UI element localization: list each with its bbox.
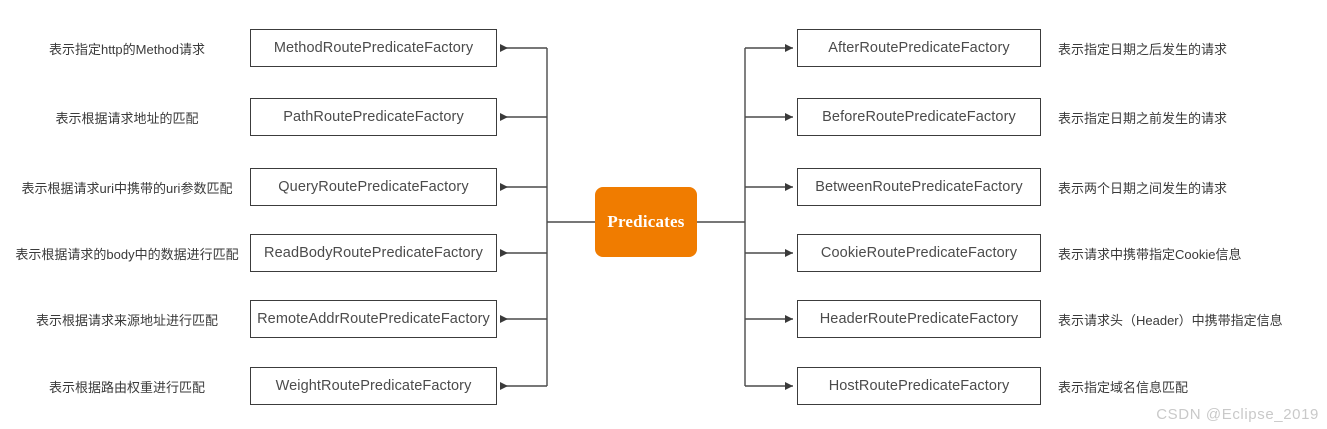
left-description-text: 表示根据请求的body中的数据进行匹配	[15, 246, 239, 262]
right-description-4: 表示请求中携带指定Cookie信息	[1058, 234, 1320, 272]
left-description-text: 表示根据路由权重进行匹配	[48, 379, 205, 395]
node-host-route-predicate-factory[interactable]: HostRoutePredicateFactory	[797, 367, 1041, 405]
left-description-6: 表示根据路由权重进行匹配	[8, 367, 246, 405]
left-description-text: 表示根据请求uri中携带的uri参数匹配	[21, 180, 233, 196]
node-label: BetweenRoutePredicateFactory	[815, 179, 1023, 195]
right-description-1: 表示指定日期之后发生的请求	[1058, 29, 1320, 67]
right-description-2: 表示指定日期之前发生的请求	[1058, 98, 1320, 136]
node-label: MethodRoutePredicateFactory	[273, 40, 474, 56]
right-description-text: 表示指定域名信息匹配	[1058, 379, 1189, 395]
node-weight-route-predicate-factory[interactable]: WeightRoutePredicateFactory	[250, 367, 497, 405]
center-node-predicates[interactable]: Predicates	[595, 187, 697, 257]
node-label: HeaderRoutePredicateFactory	[819, 311, 1019, 327]
right-description-text: 表示指定日期之前发生的请求	[1058, 110, 1228, 126]
center-node-label: Predicates	[607, 212, 685, 231]
right-description-3: 表示两个日期之间发生的请求	[1058, 168, 1320, 206]
node-label: RemoteAddrRoutePredicateFactory	[257, 311, 490, 327]
left-description-text: 表示根据请求地址的匹配	[55, 110, 199, 126]
left-description-5: 表示根据请求来源地址进行匹配	[8, 300, 246, 338]
node-label: PathRoutePredicateFactory	[283, 109, 464, 125]
right-description-5: 表示请求头（Header）中携带指定信息	[1058, 300, 1320, 338]
right-description-text: 表示请求头（Header）中携带指定信息	[1058, 312, 1283, 328]
left-description-text: 表示根据请求来源地址进行匹配	[35, 312, 218, 328]
node-between-route-predicate-factory[interactable]: BetweenRoutePredicateFactory	[797, 168, 1041, 206]
left-description-text: 表示指定http的Method请求	[48, 41, 206, 57]
node-before-route-predicate-factory[interactable]: BeforeRoutePredicateFactory	[797, 98, 1041, 136]
right-description-text: 表示两个日期之间发生的请求	[1058, 180, 1228, 196]
left-description-2: 表示根据请求地址的匹配	[8, 98, 246, 136]
node-label: WeightRoutePredicateFactory	[275, 378, 472, 394]
node-after-route-predicate-factory[interactable]: AfterRoutePredicateFactory	[797, 29, 1041, 67]
node-label: ReadBodyRoutePredicateFactory	[264, 245, 483, 261]
left-description-1: 表示指定http的Method请求	[8, 29, 246, 67]
node-label: BeforeRoutePredicateFactory	[822, 109, 1016, 125]
node-label: AfterRoutePredicateFactory	[828, 40, 1010, 56]
node-label: CookieRoutePredicateFactory	[820, 245, 1018, 261]
watermark: CSDN @Eclipse_2019	[1156, 406, 1319, 423]
node-remote-addr-route-predicate-factory[interactable]: RemoteAddrRoutePredicateFactory	[250, 300, 497, 338]
node-method-route-predicate-factory[interactable]: MethodRoutePredicateFactory	[250, 29, 497, 67]
right-description-text: 表示请求中携带指定Cookie信息	[1058, 246, 1242, 262]
node-path-route-predicate-factory[interactable]: PathRoutePredicateFactory	[250, 98, 497, 136]
node-cookie-route-predicate-factory[interactable]: CookieRoutePredicateFactory	[797, 234, 1041, 272]
left-description-4: 表示根据请求的body中的数据进行匹配	[8, 234, 246, 272]
node-label: QueryRoutePredicateFactory	[278, 179, 469, 195]
right-description-text: 表示指定日期之后发生的请求	[1058, 41, 1228, 57]
left-description-3: 表示根据请求uri中携带的uri参数匹配	[8, 168, 246, 206]
node-header-route-predicate-factory[interactable]: HeaderRoutePredicateFactory	[797, 300, 1041, 338]
node-query-route-predicate-factory[interactable]: QueryRoutePredicateFactory	[250, 168, 497, 206]
node-read-body-route-predicate-factory[interactable]: ReadBodyRoutePredicateFactory	[250, 234, 497, 272]
node-label: HostRoutePredicateFactory	[828, 378, 1010, 394]
right-description-6: 表示指定域名信息匹配	[1058, 367, 1320, 405]
